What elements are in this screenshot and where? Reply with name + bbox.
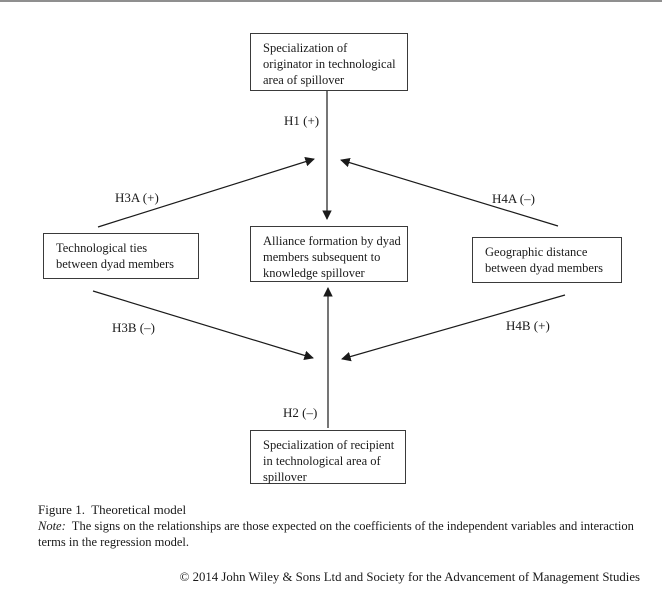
box-text-line: Technological ties: [56, 241, 148, 255]
box-alliance-formation: Alliance formation by dyad members subse…: [250, 226, 408, 282]
figure-note-label: Note:: [38, 519, 66, 533]
box-text-line: knowledge spillover: [263, 266, 365, 280]
figure-note-text: The signs on the relationships are those…: [38, 519, 638, 549]
label-h4b: H4B (+): [506, 318, 550, 333]
box-text-line: spillover: [263, 470, 307, 484]
box-text-line: Geographic distance: [485, 245, 588, 259]
box-text-line: in technological area of: [263, 454, 381, 468]
box-text-line: Specialization of recipient: [263, 438, 395, 452]
box-text-line: originator in technological: [263, 57, 396, 71]
box-text-line: Specialization of: [263, 41, 348, 55]
label-h4a: H4A (–): [492, 191, 535, 206]
figure-caption-title: Figure 1. Theoretical model: [38, 502, 187, 517]
box-geographic-distance: Geographic distance between dyad members: [472, 237, 622, 283]
box-text-line: Alliance formation by dyad: [263, 234, 401, 248]
figure-note: Note: The signs on the relationships are…: [38, 519, 638, 550]
page-top-rule: [0, 0, 662, 2]
box-text-line: between dyad members: [56, 257, 175, 271]
label-h2: H2 (–): [283, 405, 318, 420]
label-h3a: H3A (+): [115, 190, 159, 205]
box-recipient-specialization: Specialization of recipient in technolog…: [250, 430, 406, 484]
box-text-line: area of spillover: [263, 73, 345, 87]
box-technological-ties: Technological ties between dyad members: [43, 233, 199, 279]
label-h3b: H3B (–): [112, 320, 155, 335]
copyright-line: © 2014 John Wiley & Sons Ltd and Society…: [179, 570, 640, 584]
label-h1: H1 (+): [284, 113, 320, 128]
box-text-line: members subsequent to: [263, 250, 381, 264]
box-originator-specialization: Specialization of originator in technolo…: [250, 33, 408, 91]
box-text-line: between dyad members: [485, 261, 604, 275]
